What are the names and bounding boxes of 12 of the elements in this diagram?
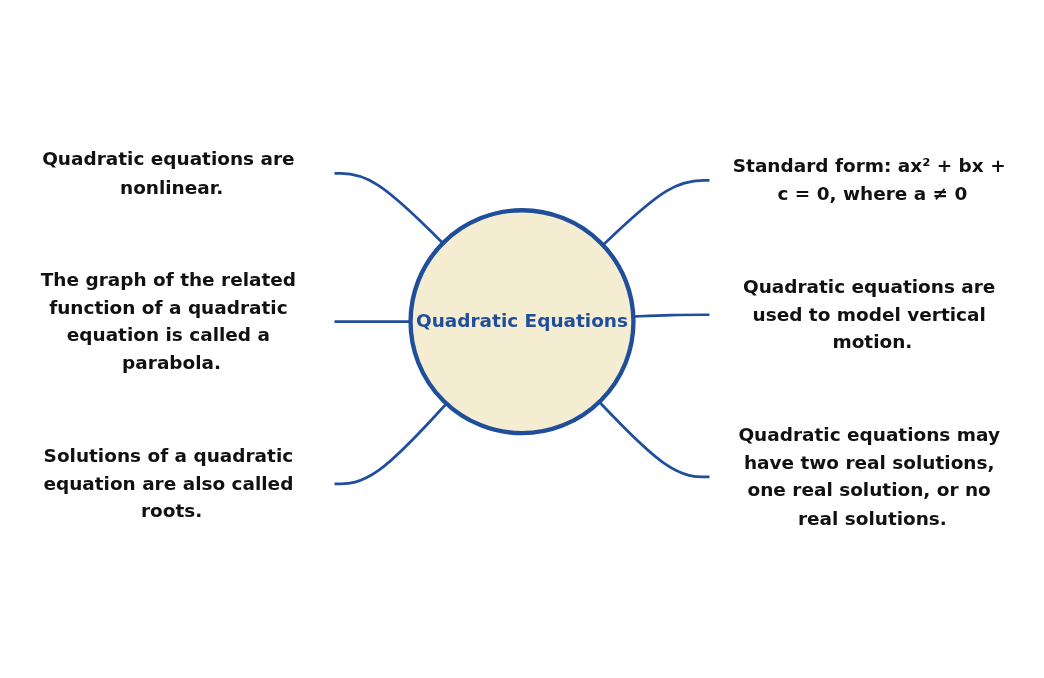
node-text: Standard form: ax² + bx + c = 0, where a ≠ 0 bbox=[732, 154, 1006, 205]
node-text: Quadratic equations are used to model vertical motion. bbox=[742, 275, 996, 353]
node-text: The graph of the related function of a quadratic equation is called a parabola. bbox=[40, 268, 297, 374]
connector bbox=[602, 179, 710, 247]
node-circle: Quadratic Equations bbox=[408, 208, 636, 436]
connector bbox=[334, 402, 448, 486]
node-text: Quadratic equations are nonlinear. bbox=[42, 147, 295, 198]
connector bbox=[633, 313, 710, 318]
node-text: Quadratic equations may have two real solutions, one real solution, or no real solutions. bbox=[738, 423, 1000, 529]
node-text: Solutions of a quadratic equation are also called roots. bbox=[43, 444, 294, 522]
connector bbox=[598, 401, 710, 479]
connector bbox=[334, 172, 444, 245]
